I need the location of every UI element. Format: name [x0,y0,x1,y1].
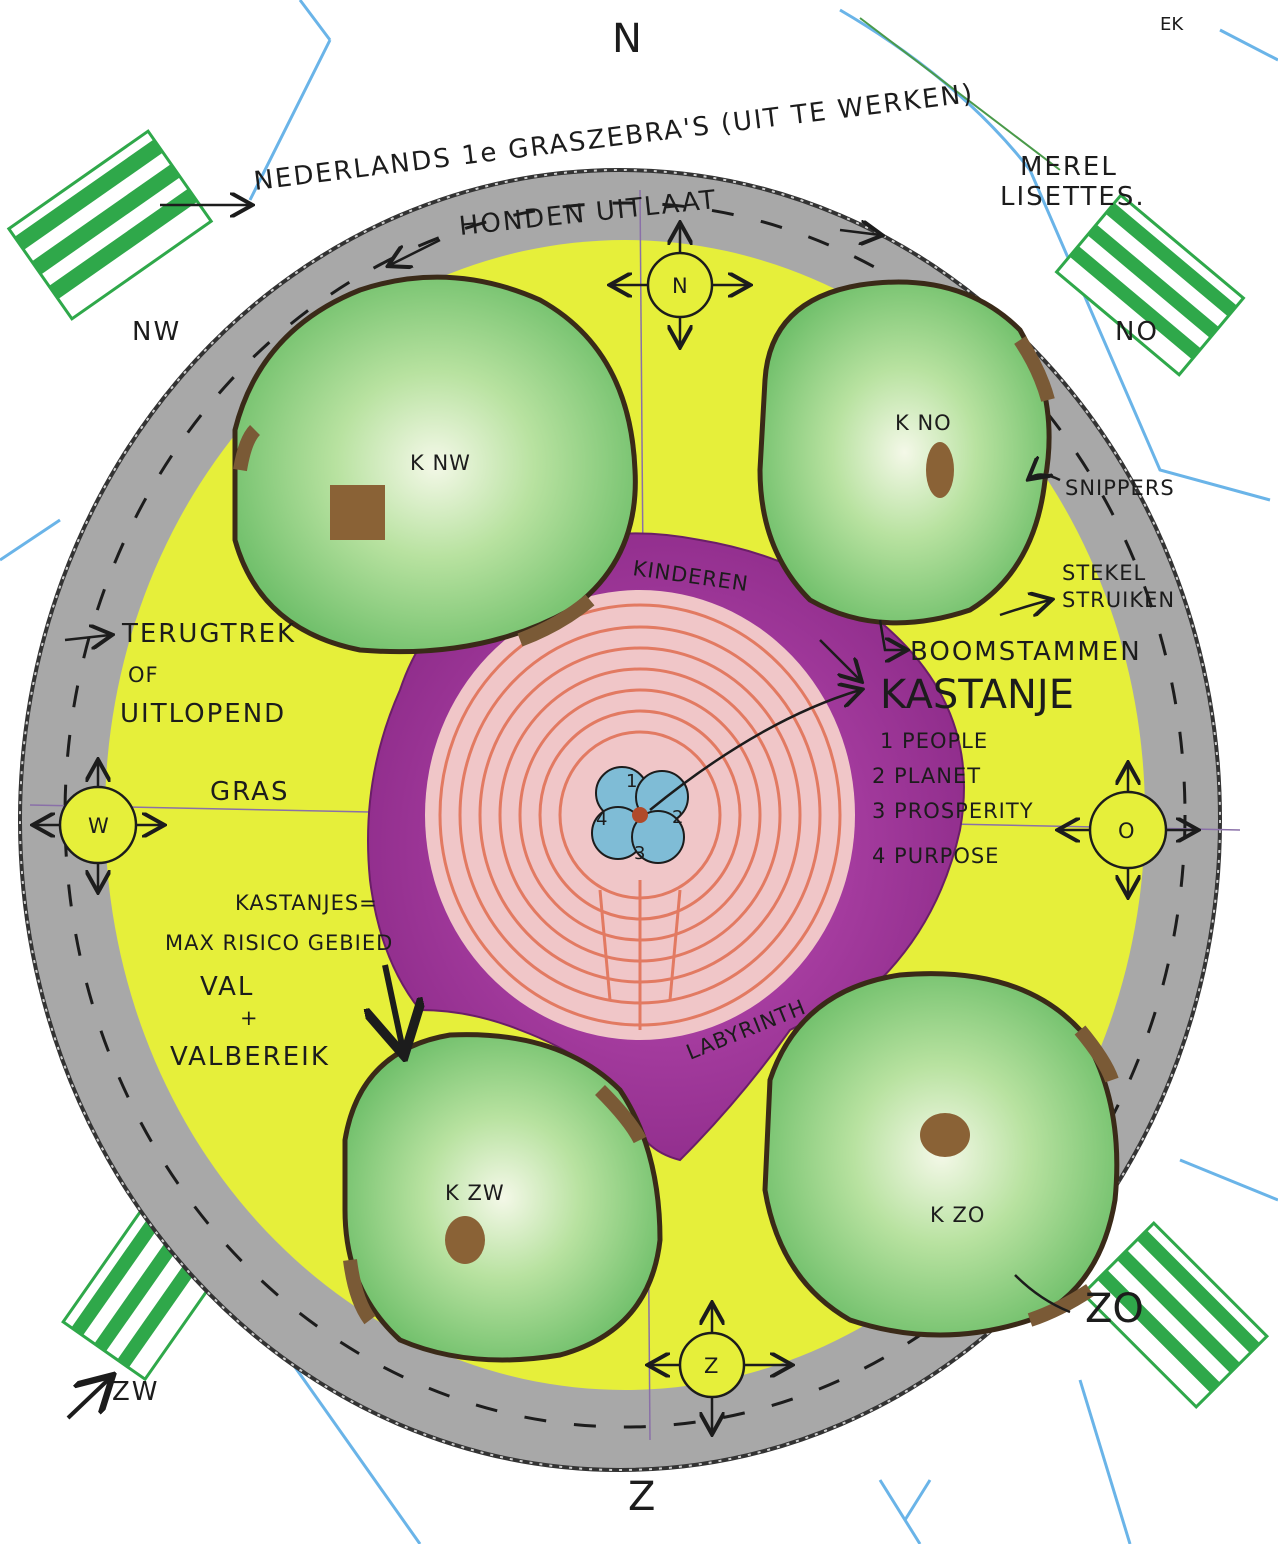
crossing-zo-label: ZO [1085,1286,1144,1332]
gate-east-label: O [1118,819,1136,843]
gate-west-label: W [88,814,110,838]
authors-line-2: LISETTES. [1000,182,1146,212]
north-label: N [612,16,642,62]
zebra-crossing-nw [9,131,211,319]
stekel-label-2: STRUIKEN [1062,588,1175,612]
terugtrek-label-2: OF [128,663,159,687]
boomstammen-label: BOOMSTAMMEN [910,637,1142,667]
tree-zo-label: K ZO [930,1203,985,1227]
list-item-2: 2 PLANET [872,764,981,788]
risk-label-5: VALBEREIK [170,1042,330,1072]
clover-number-1: 1 [626,771,637,792]
clover-number-2: 2 [672,807,683,828]
clover-number-4: 4 [596,809,607,830]
gras-label: GRAS [210,777,289,807]
risk-label-3: VAL [200,972,254,1002]
terugtrek-label-1: TERUGTREK [121,619,296,649]
risk-label-4: + [240,1006,259,1030]
crossing-zw-label: ZW [112,1377,160,1407]
list-item-1: 1 PEOPLE [880,729,988,753]
terugtrek-label-3: UITLOPEND [120,699,286,729]
tree-nw-label: K NW [410,451,471,475]
crossing-no-label: NO [1115,317,1159,347]
risk-label-2: MAX RISICO GEBIED [165,931,393,955]
tree-zw-label: K ZW [445,1181,505,1205]
tree-no-label: K NO [895,411,952,435]
clover-center: 1 2 3 4 [592,767,688,864]
stekel-label-1: STEKEL [1062,561,1146,585]
list-item-4: 4 PURPOSE [872,844,999,868]
crossing-nw-label: NW [132,317,181,347]
zebra-crossing-no [1057,195,1244,374]
tree-zo [765,974,1117,1335]
tree-no [760,282,1049,623]
risk-label-1: KASTANJES= [235,891,378,915]
clover-number-3: 3 [634,843,645,864]
gate-south-label: Z [704,1354,719,1378]
snippers-label: SNIPPERS [1065,476,1175,500]
authors-line-1: MEREL [1020,152,1118,182]
kastanje-label: KASTANJE [880,672,1074,718]
list-item-3: 3 PROSPERITY [872,799,1034,823]
corner-mark: EK [1160,14,1184,35]
south-label: Z [628,1474,655,1520]
gate-north-label: N [672,274,689,298]
